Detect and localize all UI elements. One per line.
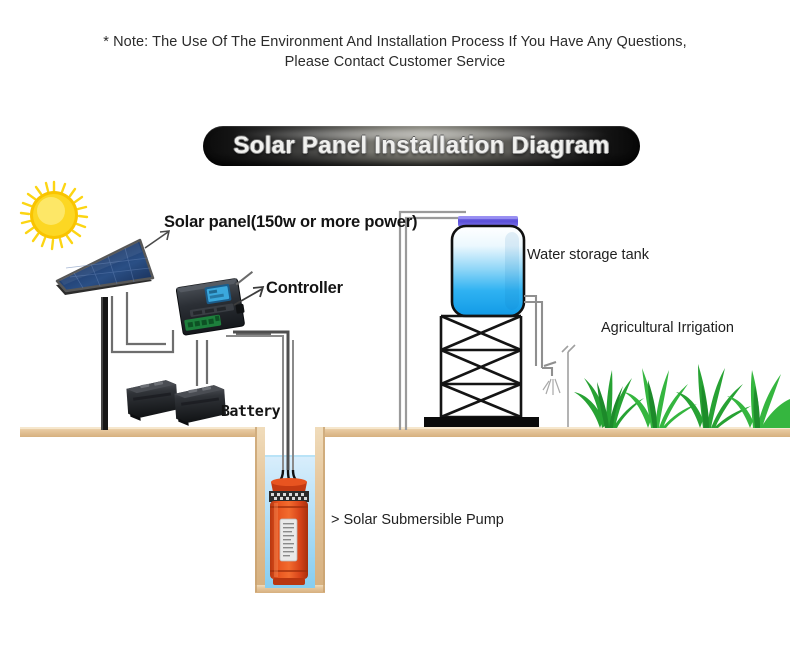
water-tank-icon	[450, 216, 526, 318]
grass-icon	[574, 364, 790, 428]
submersible-pump-icon	[269, 469, 309, 585]
label-solar-panel: Solar panel(150w or more power)	[164, 213, 418, 231]
note-line-1: * Note: The Use Of The Environment And I…	[103, 34, 687, 50]
solar-panel-icon	[55, 238, 155, 430]
label-battery: Battery	[221, 402, 281, 420]
battery-icon	[126, 380, 226, 426]
irrigation-pipe-icon	[561, 344, 576, 427]
arrow-icon	[144, 230, 171, 249]
tower-base-icon	[424, 417, 539, 427]
label-pump: > Solar Submersible Pump	[331, 512, 504, 528]
note-line-2: Please Contact Customer Service	[284, 54, 506, 70]
note-text: * Note: The Use Of The Environment And I…	[0, 32, 790, 72]
water-pipe-icon	[398, 210, 466, 430]
sun-icon	[19, 180, 89, 251]
pump-cable-icon	[226, 335, 294, 470]
wiring-icon	[110, 292, 271, 386]
tank-tower-icon	[439, 314, 523, 419]
charge-controller-icon	[175, 271, 254, 336]
label-irrigation: Agricultural Irrigation	[601, 320, 734, 336]
label-water-tank: Water storage tank	[527, 247, 649, 263]
label-controller: Controller	[266, 279, 343, 297]
faucet-icon	[524, 294, 557, 376]
page-title: Solar Panel Installation Diagram	[233, 132, 610, 159]
ground-icon	[20, 427, 790, 437]
arrow-icon	[233, 285, 265, 306]
pump-cable-icon	[233, 330, 290, 470]
water-spray-icon	[542, 378, 561, 395]
title-banner: Solar Panel Installation Diagram	[203, 126, 640, 166]
